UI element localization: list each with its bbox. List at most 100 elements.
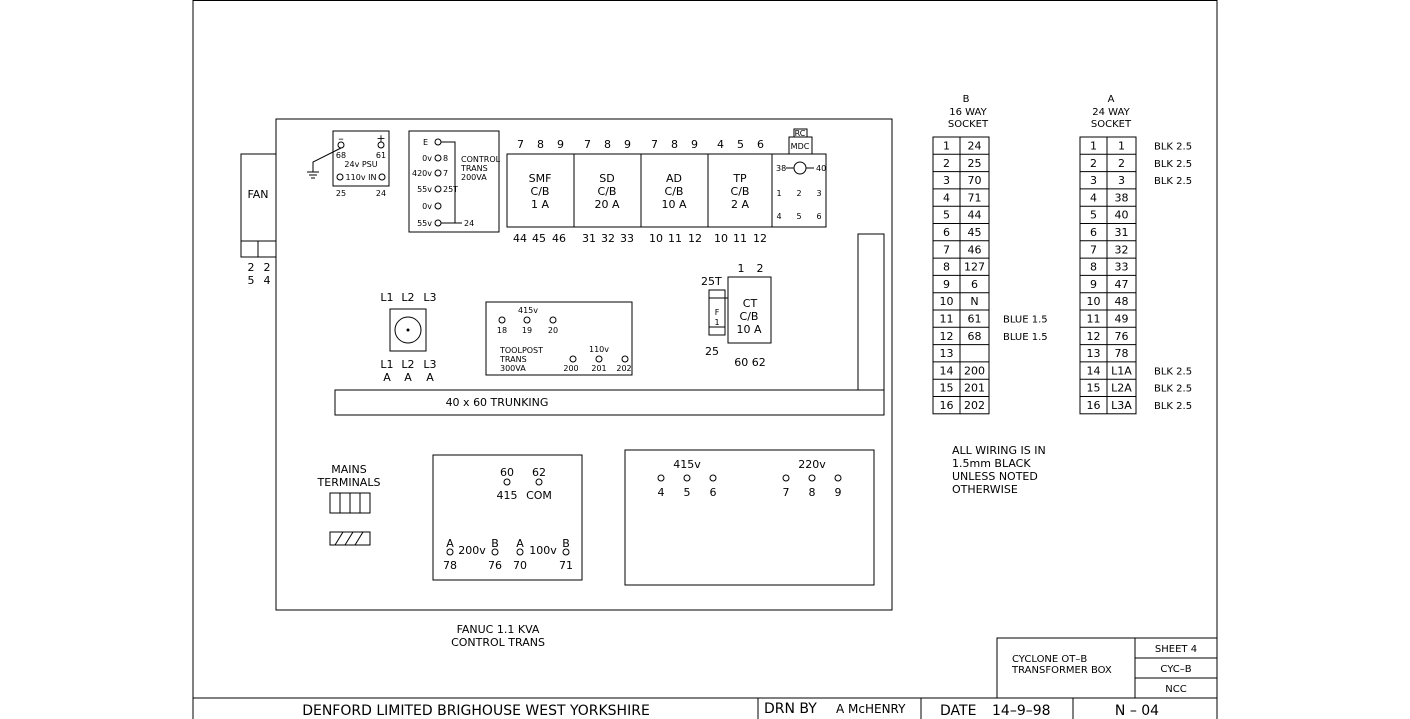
svg-text:110v IN: 110v IN [346,173,377,182]
svg-text:DRN BY: DRN BY [764,701,817,717]
socket-pin-number: 4 [1090,191,1097,204]
wire-spec: BLUE 1.5 [1003,315,1048,326]
socket-pin-number: 9 [1090,278,1097,291]
svg-text:RC: RC [795,129,806,138]
svg-text:NCC: NCC [1165,684,1186,695]
svg-text:40: 40 [816,164,826,173]
socket-b-header: B 16 WAY SOCKET [948,94,989,130]
svg-text:40 x 60 TRUNKING: 40 x 60 TRUNKING [446,396,549,409]
svg-text:–: – [338,132,344,145]
control-trans: E 0v 420v 55v 0v 55v 8 7 25T 24 CONTROL … [408,130,501,233]
svg-text:9: 9 [691,138,698,151]
svg-text:25: 25 [336,189,346,198]
socket-pin-number: 16 [1087,399,1101,412]
svg-text:10 A: 10 A [661,198,686,211]
fanuc-trans-box: 60 62 415 COM A 200v B A 100v B 78 76 70… [432,454,583,581]
svg-text:+: + [376,132,385,145]
breaker-block: 7 8 9 SMF C/B 1 A 44 45 46 7 8 9 SD C/B … [506,128,827,245]
svg-text:CONTROL TRANS: CONTROL TRANS [451,636,545,649]
drawing-date: 14–9–98 [992,703,1051,719]
svg-text:A: A [426,371,434,384]
socket-pin-number: 15 [1087,382,1101,395]
svg-text:A: A [404,371,412,384]
breaker-smf: 7 8 9 SMF C/B 1 A 44 45 46 [513,138,566,245]
socket-pin-number: 8 [1090,261,1097,274]
svg-text:24 WAY: 24 WAY [1092,107,1130,118]
svg-text:200: 200 [563,364,578,373]
socket-pin-number: 1 [943,140,950,153]
svg-text:25T: 25T [443,185,458,194]
fanuc-caption: FANUC 1.1 KVA CONTROL TRANS [451,623,545,649]
svg-text:10: 10 [714,232,728,245]
svg-text:4: 4 [717,138,724,151]
svg-text:1: 1 [738,262,745,275]
drawing-number: N – 04 [1115,703,1159,719]
socket-a-header: A 24 WAY SOCKET [1091,94,1132,130]
svg-text:2: 2 [264,261,271,274]
svg-text:C/B: C/B [598,185,617,198]
svg-text:3: 3 [816,189,821,198]
terminal-box: 415v 220v 4 5 6 7 8 9 [624,449,875,586]
svg-text:B: B [562,537,570,550]
socket-wire-number: 127 [964,261,985,274]
socket-wire-number: L1A [1111,364,1132,377]
svg-text:9: 9 [557,138,564,151]
svg-text:5: 5 [737,138,744,151]
socket-wire-number: 33 [1115,261,1129,274]
svg-text:18: 18 [497,326,507,335]
socket-wire-number: N [970,295,978,308]
socket-wire-number: 200 [964,364,985,377]
isolator: L1 L2 L3 L1 L2 L3 A A A [380,291,436,384]
svg-text:4: 4 [658,486,665,499]
svg-text:200v: 200v [458,544,486,557]
socket-pin-number: 11 [940,313,954,326]
svg-text:A: A [446,537,454,550]
svg-text:B: B [963,94,970,105]
svg-text:A: A [383,371,391,384]
psu-title: 24v PSU [344,160,377,169]
title-block: CYCLONE OT–B TRANSFORMER BOX SHEET 4 CYC… [996,637,1217,698]
svg-text:B: B [491,537,499,550]
svg-text:COM: COM [526,489,552,502]
svg-text:420v: 420v [412,169,432,178]
company-name: DENFORD LIMITED BRIGHOUSE WEST YORKSHIRE [302,703,650,719]
svg-text:TRANS: TRANS [460,164,488,173]
socket-wire-number: 25 [968,157,982,170]
socket-wire-number: 6 [971,278,978,291]
svg-text:10 A: 10 A [736,323,761,336]
svg-text:7: 7 [443,169,448,178]
svg-text:8: 8 [604,138,611,151]
wire-spec: BLK 2.5 [1154,401,1192,412]
socket-wire-number: 47 [1115,278,1129,291]
svg-text:201: 201 [591,364,606,373]
svg-text:24: 24 [464,219,474,228]
socket-pin-number: 15 [940,382,954,395]
socket-pin-number: 14 [940,364,954,377]
socket-pin-number: 4 [943,191,950,204]
svg-text:C/B: C/B [731,185,750,198]
svg-text:8: 8 [671,138,678,151]
svg-text:33: 33 [620,232,634,245]
svg-text:60: 60 [500,466,514,479]
svg-text:4: 4 [264,274,271,287]
socket-wire-number: L3A [1111,399,1132,412]
fan: FAN 2 5 2 4 [240,153,277,287]
svg-text:11: 11 [733,232,747,245]
svg-text:24: 24 [376,189,386,198]
svg-text:F: F [715,308,720,317]
socket-pin-number: 9 [943,278,950,291]
svg-text:9: 9 [624,138,631,151]
socket-wire-number: 48 [1115,295,1129,308]
socket-pin-number: 3 [1090,174,1097,187]
fan-label: FAN [247,188,268,201]
svg-text:7: 7 [783,486,790,499]
svg-text:71: 71 [559,559,573,572]
svg-text:5: 5 [248,274,255,287]
socket-pin-number: 10 [1087,295,1101,308]
svg-text:2 A: 2 A [731,198,749,211]
svg-text:55v: 55v [417,185,432,194]
svg-text:TERMINALS: TERMINALS [317,476,381,489]
wire-spec: BLK 2.5 [1154,142,1192,153]
wire-spec: BLK 2.5 [1154,384,1192,395]
